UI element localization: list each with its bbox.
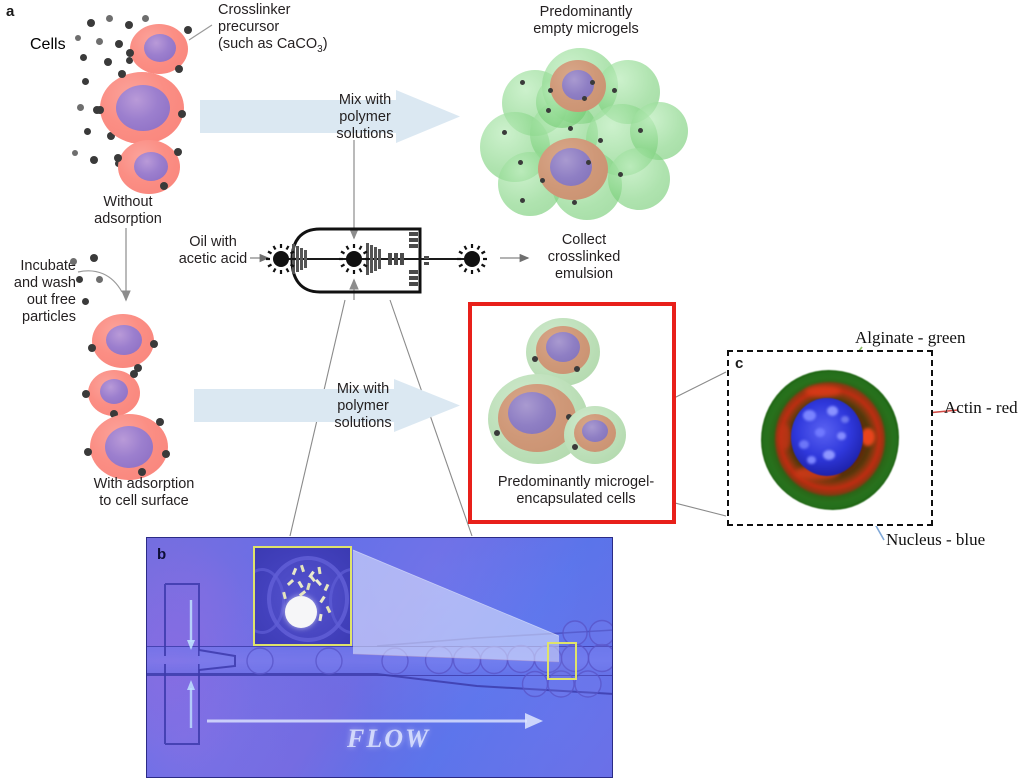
cluster-with-adsorption: [68, 314, 218, 480]
cell-illustration: [92, 314, 154, 368]
mix-arrow-top: [200, 90, 460, 143]
mix-label-top: Mix with polymer solutions: [336, 92, 394, 143]
microfluidic-device-schematic: [273, 227, 480, 294]
fluorescence-micrograph: [761, 370, 899, 510]
panel-c-container: c: [727, 350, 933, 526]
encapsulated-cells-cluster: [486, 318, 666, 468]
mix-label-bottom: Mix with polymer solutions: [334, 381, 392, 432]
cells-label: Cells: [30, 36, 66, 53]
free-particles-incubate: [62, 254, 122, 305]
cluster-without-adsorption: [60, 10, 240, 210]
encapsulated-cell: [550, 60, 606, 112]
cell-illustration: [118, 140, 180, 194]
collect-emulsion-label: Collect crosslinked emulsion: [547, 232, 621, 283]
panel-b-micrograph: FLOW b: [146, 537, 613, 778]
cell-illustration: [90, 414, 168, 480]
encapsulated-cells-label: Predominantly microgel- encapsulated cel…: [497, 474, 655, 508]
crosslinker-precursor-label: Crosslinker precursor (such as CaCO3): [218, 2, 338, 56]
panel-letter-a: a: [6, 3, 15, 20]
panel-b-zoom-region: [547, 642, 577, 680]
flow-label: FLOW: [347, 724, 431, 753]
crosslinker-precursor-text: Crosslinker precursor (such as CaCO: [218, 2, 318, 53]
flow-arrow: [207, 713, 543, 729]
encapsulated-cell: [538, 138, 608, 200]
actin-label: Actin - red: [944, 398, 1018, 417]
mix-arrow-bottom: [194, 379, 460, 432]
incubate-label: Incubate and wash out free particles: [13, 258, 76, 326]
empty-microgels-cluster: [480, 42, 690, 220]
nucleus-label: Nucleus - blue: [886, 530, 986, 549]
empty-microgels-label: Predominantly empty microgels: [533, 4, 639, 38]
panel-letter-c: c: [735, 355, 744, 372]
alginate-label: Alginate - green: [855, 328, 966, 347]
magnification-cone: [352, 549, 560, 663]
without-adsorption-label: Without adsorption: [94, 194, 162, 228]
cell-illustration: [100, 72, 184, 144]
encapsulated-cells-panel: Predominantly microgel- encapsulated cel…: [468, 302, 676, 524]
panel-letter-b: b: [157, 546, 167, 563]
crosslinker-tail: ): [322, 36, 328, 53]
with-adsorption-label: With adsorption to cell surface: [93, 476, 195, 510]
cell-illustration: [88, 370, 140, 416]
crosslinker-subscript: 3: [317, 44, 323, 56]
panel-b-inset: [253, 546, 352, 646]
oil-inlet-label: Oil with acetic acid: [178, 234, 248, 268]
